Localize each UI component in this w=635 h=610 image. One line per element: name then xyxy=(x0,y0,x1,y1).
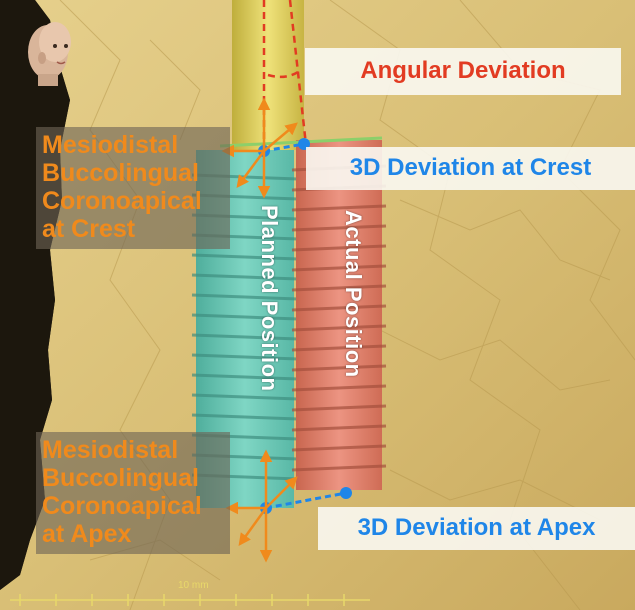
apex-actual-point xyxy=(340,487,352,499)
angular-deviation-text: Angular Deviation xyxy=(360,57,565,84)
deviation-crest-label: 3D Deviation at Crest xyxy=(306,147,635,190)
apex-line-mesiodistal: Mesiodistal xyxy=(42,436,222,464)
apex-line-buccolingual: Buccolingual xyxy=(42,464,222,492)
deviation-apex-text: 3D Deviation at Apex xyxy=(358,514,596,541)
apex-axes-label: Mesiodistal Buccolingual Coronoapical at… xyxy=(36,432,230,554)
planned-position-label: Planned Position xyxy=(256,205,282,391)
crest-axes-label: Mesiodistal Buccolingual Coronoapical at… xyxy=(36,127,230,249)
angular-deviation-label: Angular Deviation xyxy=(305,48,621,95)
actual-position-label: Actual Position xyxy=(340,210,366,378)
deviation-apex-label: 3D Deviation at Apex xyxy=(318,507,635,550)
deviation-crest-text: 3D Deviation at Crest xyxy=(350,154,591,181)
apex-line-coronoapical: Coronoapical xyxy=(42,492,222,520)
crest-line-buccolingual: Buccolingual xyxy=(42,159,222,187)
crest-line-at-crest: at Crest xyxy=(42,215,222,243)
crest-line-coronoapical: Coronoapical xyxy=(42,187,222,215)
scale-bar-label: 10 mm xyxy=(178,580,209,591)
crest-line-mesiodistal: Mesiodistal xyxy=(42,131,222,159)
apex-line-at-apex: at Apex xyxy=(42,520,222,548)
